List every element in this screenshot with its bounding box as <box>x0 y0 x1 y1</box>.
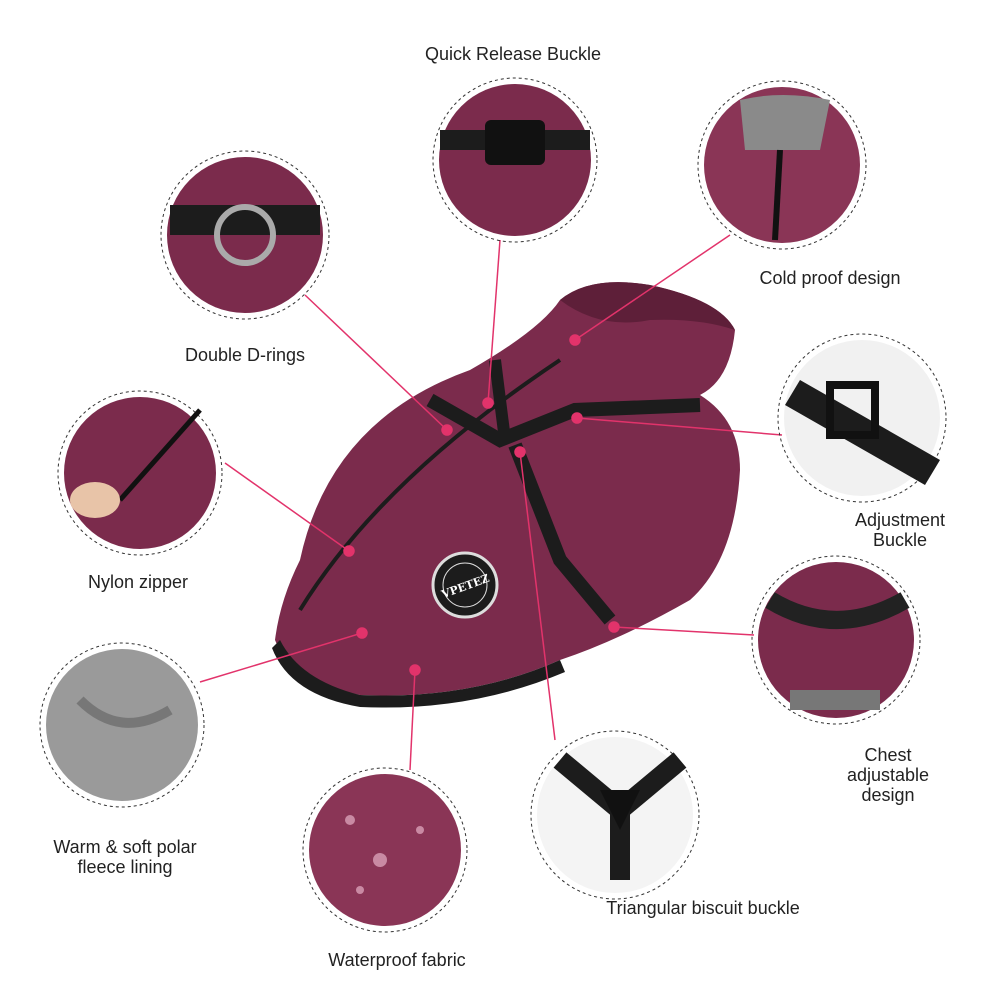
label-line: fleece lining <box>77 857 173 877</box>
dog-coat-image: VPETEZ <box>272 282 740 708</box>
label-line: design <box>861 785 915 805</box>
chest-adjustable-photo <box>751 555 921 725</box>
label-double-d-rings: Double D-rings <box>185 345 305 365</box>
label-line: Double D-rings <box>184 345 306 365</box>
nylon-zipper-photo <box>57 390 223 556</box>
waterproof-fabric-photo <box>302 767 468 933</box>
label-quick-release-buckle: Quick Release Buckle <box>425 44 601 64</box>
label-line: Cold proof design <box>759 268 901 288</box>
label-line: Buckle <box>872 530 928 550</box>
quick-release-buckle-photo <box>432 77 598 243</box>
label-line: adjustable <box>846 765 930 785</box>
label-waterproof-fabric: Waterproof fabric <box>328 950 465 970</box>
detail-circles <box>39 77 947 933</box>
label-line: Nylon zipper <box>87 572 189 592</box>
callout-lines <box>199 234 783 771</box>
label-line: Waterproof fabric <box>328 950 466 970</box>
triangular-buckle-photo <box>530 730 700 900</box>
adjustment-buckle-photo <box>777 333 947 503</box>
label-nylon-zipper: Nylon zipper <box>88 572 188 592</box>
fleece-lining-photo <box>39 642 205 808</box>
label-line: Warm & soft polar <box>53 837 197 857</box>
brand-badge: VPETEZ <box>431 551 499 619</box>
label-line: Triangular biscuit buckle <box>606 898 800 918</box>
label-line: Chest <box>864 745 912 765</box>
label-line: Adjustment <box>854 510 946 530</box>
cold-proof-photo <box>697 80 867 250</box>
label-line: Quick Release Buckle <box>424 44 602 64</box>
label-triangular-biscuit-buckle: Triangular biscuit buckle <box>606 898 799 918</box>
label-cold-proof-design: Cold proof design <box>759 268 900 288</box>
d-rings-photo <box>160 150 330 320</box>
